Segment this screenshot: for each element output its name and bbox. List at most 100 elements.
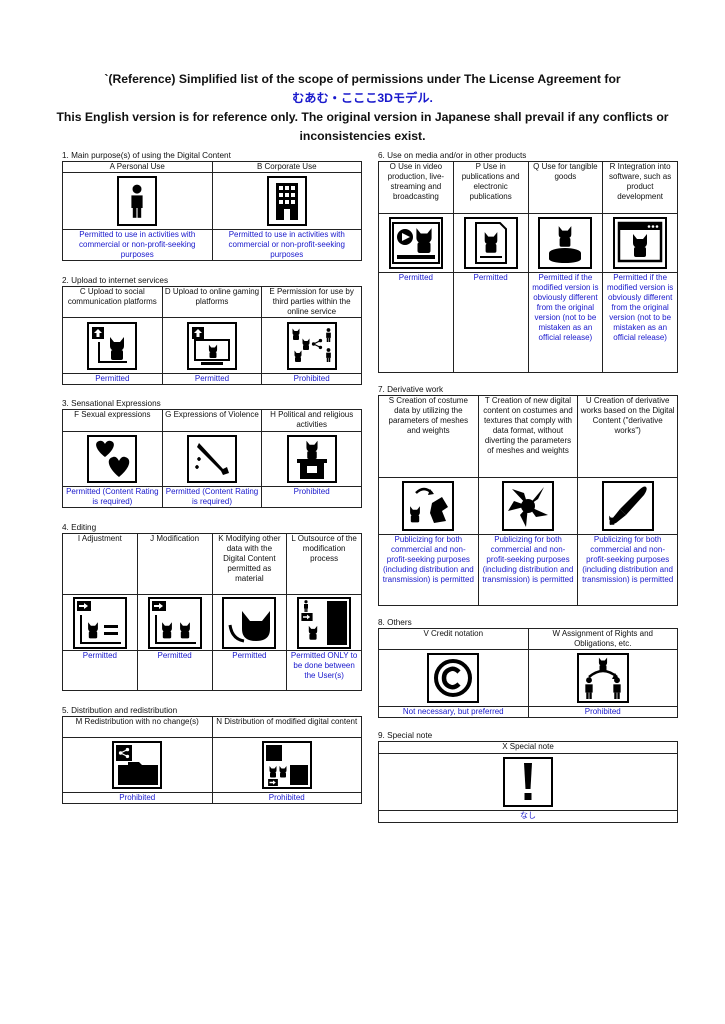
- outsource-icon: [297, 596, 352, 649]
- main-purpose-table: A Personal Use B Corporate Use: [62, 161, 362, 261]
- section-main-purpose: 1. Main purpose(s) of using the Digital …: [62, 151, 362, 261]
- outsource-status: Permitted ONLY to be done between the Us…: [286, 650, 362, 691]
- upload-table: C Upload to social communication platfor…: [62, 286, 362, 385]
- sensational-table: F Sexual expressions G Expressions of Vi…: [62, 409, 362, 508]
- section-title: 8. Others: [378, 618, 412, 627]
- redistribute-icon: [112, 741, 163, 789]
- personal-use-label: A Personal Use: [62, 161, 213, 173]
- material-label: K Modifying other data with the Digital …: [211, 533, 288, 595]
- game-monitor-icon: [186, 321, 237, 370]
- sexual-status: Permitted (Content Rating is required): [62, 486, 163, 508]
- distribution-table: M Redistribution with no change(s) N Dis…: [62, 716, 362, 804]
- others-table: V Credit notation W Assignment of Rights…: [378, 628, 678, 718]
- redistribution-label: M Redistribution with no change(s): [62, 716, 213, 738]
- section-derivative: 7. Derivative work S Creation of costume…: [378, 385, 678, 606]
- costume-icon: [402, 481, 455, 531]
- political-label: H Political and religious activities: [261, 409, 362, 432]
- material-icon: [222, 596, 277, 649]
- section-title: 1. Main purpose(s) of using the Digital …: [62, 151, 231, 160]
- violence-status: Permitted (Content Rating is required): [161, 486, 263, 508]
- outsource-label: L Outsource of the modification process: [286, 533, 362, 595]
- video-icon: [388, 217, 443, 269]
- section-distribution: 5. Distribution and redistribution M Red…: [62, 706, 362, 804]
- upload-social-icon: [87, 321, 138, 370]
- publication-status: Permitted: [452, 272, 529, 373]
- violence-label: G Expressions of Violence: [161, 409, 263, 432]
- publication-label: P Use in publications and electronic pub…: [452, 161, 529, 214]
- corporate-use-status: Permitted to use in activities with comm…: [211, 229, 362, 261]
- knife-icon: [186, 435, 237, 483]
- section-title: 2. Upload to internet services: [62, 276, 169, 285]
- credit-label: V Credit notation: [378, 628, 529, 650]
- podium-icon: [286, 435, 337, 483]
- upload-gaming-status: Permitted: [161, 373, 263, 385]
- editing-table: I Adjustment J Modification K Modifying …: [62, 533, 362, 691]
- header-line-4: inconsistencies exist.: [299, 129, 426, 143]
- distribution-modified-status: Prohibited: [211, 792, 362, 804]
- upload-social-label: C Upload to social communication platfor…: [62, 286, 163, 318]
- political-status: Prohibited: [261, 486, 362, 508]
- pen-icon: [601, 481, 654, 531]
- assignment-label: W Assignment of Rights and Obligations, …: [527, 628, 678, 650]
- software-status: Permitted if the modified version is obv…: [602, 272, 678, 373]
- exclamation-icon: [503, 757, 553, 807]
- third-party-label: E Permission for use by third parties wi…: [261, 286, 362, 318]
- hearts-icon: [87, 435, 138, 483]
- software-icon: [613, 217, 668, 269]
- adjustment-status: Permitted: [62, 650, 138, 691]
- section-title: 9. Special note: [378, 731, 433, 740]
- texture-icon: [501, 481, 554, 531]
- derivative-works-label: U Creation of derivative works based on …: [577, 395, 678, 478]
- third-party-status: Prohibited: [261, 373, 362, 385]
- distribution-modified-label: N Distribution of modified digital conte…: [211, 716, 362, 738]
- upload-social-status: Permitted: [62, 373, 163, 385]
- building-icon: [266, 176, 307, 226]
- section-upload: 2. Upload to internet services C Upload …: [62, 276, 362, 385]
- adjust-icon: [72, 596, 127, 649]
- section-others: 8. Others V Credit notation W Assignment…: [378, 618, 678, 718]
- software-label: R Integration into software, such as pro…: [602, 161, 678, 214]
- document-header: `(Reference) Simplified list of the scop…: [40, 70, 685, 146]
- credit-status: Not necessary, but preferred: [378, 706, 529, 718]
- media-use-table: O Use in video production, live-streamin…: [378, 161, 678, 373]
- section-title: 5. Distribution and redistribution: [62, 706, 178, 715]
- material-status: Permitted: [211, 650, 288, 691]
- modify-icon: [147, 596, 202, 649]
- header-line-3: This English version is for reference on…: [56, 110, 669, 124]
- publication-icon: [463, 217, 518, 269]
- header-model-name: むあむ・こここ3Dモデル.: [292, 91, 433, 105]
- section-special-note: 9. Special note X Special note なし: [378, 731, 678, 823]
- modification-status: Permitted: [136, 650, 213, 691]
- assignment-status: Prohibited: [527, 706, 678, 718]
- adjustment-label: I Adjustment: [62, 533, 138, 595]
- special-note-label: X Special note: [378, 741, 678, 754]
- section-title: 4. Editing: [62, 523, 97, 532]
- video-status: Permitted: [378, 272, 454, 373]
- sexual-label: F Sexual expressions: [62, 409, 163, 432]
- section-title: 7. Derivative work: [378, 385, 444, 394]
- assign-icon: [576, 653, 629, 703]
- figure-icon: [538, 217, 593, 269]
- texture-status: Publicizing for both commercial and non-…: [477, 534, 579, 606]
- redistribution-status: Prohibited: [62, 792, 213, 804]
- section-media-use: 6. Use on media and/or in other products…: [378, 151, 678, 373]
- derivative-works-status: Publicizing for both commercial and non-…: [577, 534, 678, 606]
- special-note-table: X Special note なし: [378, 741, 678, 823]
- corporate-use-label: B Corporate Use: [211, 161, 362, 173]
- person-icon: [117, 176, 158, 226]
- costume-label: S Creation of costume data by utilizing …: [378, 395, 479, 478]
- section-title: 6. Use on media and/or in other products: [378, 151, 527, 160]
- section-editing: 4. Editing I Adjustment J Modification K…: [62, 523, 362, 691]
- texture-label: T Creation of new digital content on cos…: [477, 395, 579, 478]
- tangible-goods-label: Q Use for tangible goods: [527, 161, 604, 214]
- section-title: 3. Sensational Expressions: [62, 399, 161, 408]
- section-sensational: 3. Sensational Expressions F Sexual expr…: [62, 399, 362, 508]
- derivative-table: S Creation of costume data by utilizing …: [378, 395, 678, 606]
- header-line-1: `(Reference) Simplified list of the scop…: [104, 72, 621, 86]
- distribute-modified-icon: [261, 741, 312, 789]
- special-note-status: なし: [378, 810, 678, 823]
- upload-gaming-label: D Upload to online gaming platforms: [161, 286, 263, 318]
- share-users-icon: [286, 321, 337, 370]
- video-label: O Use in video production, live-streamin…: [378, 161, 454, 214]
- costume-status: Publicizing for both commercial and non-…: [378, 534, 479, 606]
